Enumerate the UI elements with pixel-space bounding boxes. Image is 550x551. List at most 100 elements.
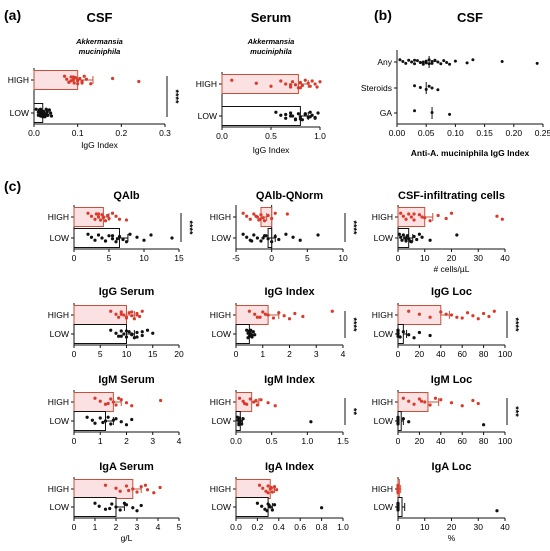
data-point-high (273, 404, 277, 408)
chart-title: IgA Loc (432, 461, 472, 473)
data-point-low (298, 115, 302, 119)
category-label: LOW (50, 329, 69, 339)
data-point-low (396, 417, 400, 422)
data-point-low (135, 235, 139, 239)
data-point-low (417, 232, 421, 236)
data-point-low (284, 232, 288, 236)
significance-marker: **** (185, 220, 195, 235)
data-point-low (110, 234, 115, 238)
x-tick-label: 30 (474, 522, 484, 532)
data-point-low (407, 420, 411, 424)
data-point-high (293, 311, 297, 316)
data-point-low (151, 331, 155, 335)
category-label: HIGH (48, 212, 69, 222)
data-point-low (401, 233, 405, 237)
category-label: LOW (50, 502, 69, 512)
data-point-low (121, 237, 125, 242)
data-point-high (492, 309, 496, 313)
x-tick-label: 0.0 (230, 522, 242, 532)
x-tick-label: 10 (420, 522, 430, 532)
data-point-low (108, 506, 112, 511)
data-point-high (82, 74, 86, 78)
data-point (445, 60, 449, 64)
data-point-high (428, 403, 432, 407)
x-tick-label: 0.2 (115, 128, 127, 138)
data-point-low (128, 232, 132, 236)
x-tick-label: -5 (232, 253, 240, 263)
data-point (471, 58, 475, 62)
data-point-low (303, 112, 307, 116)
chart-title: IgM Serum (98, 374, 154, 386)
data-point-high (89, 214, 94, 218)
data-point-high (135, 313, 139, 317)
category-label: HIGH (210, 310, 231, 320)
data-point-high (93, 396, 97, 400)
x-tick-label: 0.0 (216, 131, 228, 141)
data-point-high (259, 398, 263, 402)
data-point-high (412, 402, 416, 406)
significance-marker: **** (349, 317, 359, 332)
data-point-low (316, 233, 320, 237)
data-point-high (301, 314, 305, 319)
data-point-low (47, 108, 51, 112)
data-point-low (96, 233, 101, 237)
bar-high (235, 305, 269, 325)
data-point-low (408, 239, 412, 243)
category-label: LOW (50, 233, 69, 243)
data-point-high (247, 309, 251, 313)
chart-title: QAlb (113, 190, 140, 202)
data-point (413, 58, 417, 62)
data-point-high (255, 315, 259, 319)
data-point-high (261, 216, 265, 220)
chart-subtitle-line1: Akkermansia (75, 37, 123, 46)
data-point-high (444, 312, 448, 316)
data-point-high (308, 84, 312, 88)
x-tick-label: 0.10 (447, 128, 464, 138)
data-point-high (279, 79, 283, 83)
category-label: HIGH (372, 212, 393, 222)
data-point-high (139, 485, 143, 489)
data-point-high (86, 211, 90, 215)
x-tick-label: 4 (156, 522, 161, 532)
data-point (401, 60, 405, 64)
data-point-high (423, 216, 427, 220)
data-point (433, 59, 437, 63)
data-point-high (124, 484, 129, 488)
data-point-low (397, 232, 401, 236)
data-point-high (465, 311, 470, 315)
data-point-high (487, 314, 491, 319)
data-point-high (306, 81, 310, 85)
x-tick-label: 0 (72, 349, 77, 359)
x-tick-label: 80 (479, 349, 489, 359)
x-tick-label: 40 (436, 436, 446, 446)
x-tick-label: 1 (260, 349, 265, 359)
data-point-low (42, 110, 46, 114)
data-point-high (138, 314, 142, 319)
data-point-high (122, 313, 126, 317)
data-point (413, 84, 417, 88)
data-point-low (117, 234, 122, 239)
category-label: LOW (374, 416, 393, 426)
data-point-high (293, 83, 298, 87)
data-point-high (310, 79, 314, 83)
data-point-high (396, 491, 400, 495)
data-point-low (309, 420, 313, 424)
category-label: HIGH (210, 484, 231, 494)
bar-high (73, 305, 127, 325)
data-point-low (115, 237, 119, 241)
data-point-low (308, 115, 312, 119)
data-point-high (261, 486, 265, 490)
category-label: Any (377, 57, 392, 67)
data-point-high (255, 403, 259, 407)
data-point (424, 61, 428, 65)
data-point-low (482, 423, 486, 427)
data-point-low (124, 423, 129, 427)
significance-marker: **** (171, 89, 181, 104)
data-point-low (149, 233, 153, 237)
data-point-high (230, 78, 234, 82)
